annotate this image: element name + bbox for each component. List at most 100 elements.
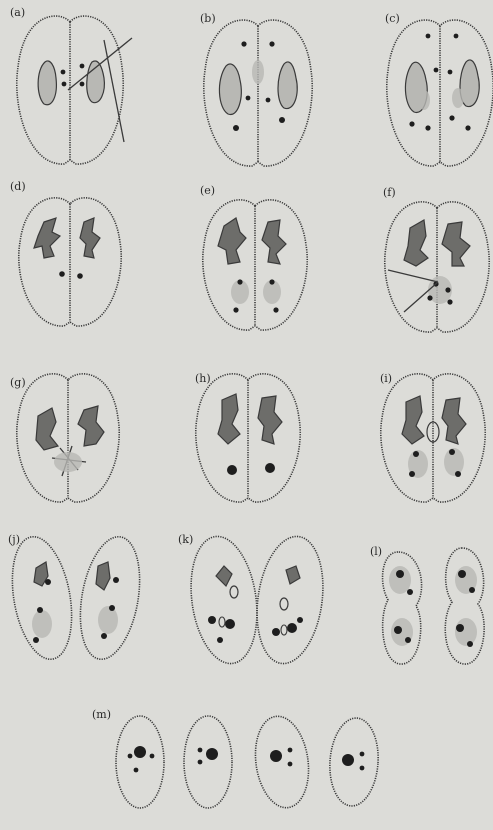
nucleus-m-2 (206, 748, 218, 760)
cytoplasm-c-1 (418, 90, 430, 110)
spindle-line-a-2 (104, 40, 124, 142)
granule-e-1 (237, 279, 242, 284)
cytoplasm-b (252, 60, 264, 84)
cell-outline-k-2 (249, 532, 330, 668)
granule-e-4 (273, 307, 278, 312)
granule-e-2 (269, 279, 274, 284)
chromatin-i-right (442, 398, 466, 444)
granule-i-4 (455, 471, 461, 477)
ring-k-2 (280, 598, 288, 610)
granule-f-2 (445, 287, 450, 292)
ring-k-3 (219, 617, 225, 627)
cell-outline-m-3 (250, 713, 314, 811)
granule-l-2 (407, 589, 413, 595)
granule-c-8 (465, 125, 470, 130)
granule-c-3 (434, 68, 439, 73)
nucleolus-h-left (227, 465, 237, 475)
granule-c-5 (409, 121, 414, 126)
granule-l-8 (467, 641, 473, 647)
granule-d-2 (77, 273, 83, 279)
chromatin-e-left (218, 218, 246, 264)
chromatin-g-left (36, 408, 58, 450)
cytoplasm-l-4 (455, 618, 477, 646)
granule-j-2 (37, 607, 43, 613)
chromatin-k-2 (286, 566, 300, 584)
chromatin-f-left (404, 220, 428, 266)
granule-k-6 (297, 617, 303, 623)
cell-outline-g (17, 374, 119, 502)
chromatin-h-right (258, 396, 282, 444)
spindle-line-f-1 (388, 270, 438, 282)
granule-b-2 (269, 41, 274, 46)
cell-outline-j-1 (4, 532, 81, 664)
cytoplasm-j-1 (32, 610, 52, 638)
granule-l-3 (394, 626, 402, 634)
chromatin-g-right (78, 406, 104, 446)
granule-k-1 (208, 616, 216, 624)
granule-a-1 (61, 70, 66, 75)
granule-b-1 (241, 41, 246, 46)
granule-l-5 (458, 570, 466, 578)
cell-outline-a (17, 16, 123, 164)
granule-e-3 (233, 307, 238, 312)
granule-m-6 (288, 748, 293, 753)
granule-b-5 (233, 125, 239, 131)
granule-m-4 (198, 748, 203, 753)
granule-d-1 (59, 271, 65, 277)
cell-outline-m-4 (327, 716, 381, 807)
nucleus-m-4 (342, 754, 354, 766)
nucleus-a-left (38, 61, 56, 105)
granule-i-3 (449, 449, 455, 455)
granule-a-2 (62, 82, 67, 87)
cell-outline-h (196, 374, 300, 502)
granule-m-8 (360, 752, 365, 757)
cell-outline-m-2 (184, 716, 232, 808)
cell-outline-i (381, 374, 485, 502)
granule-m-3 (134, 768, 139, 773)
granule-b-6 (279, 117, 285, 123)
chromatin-f-right (442, 222, 470, 266)
chromatin-i-left (402, 396, 424, 444)
cell-outline-e (203, 200, 307, 330)
granule-c-4 (448, 70, 453, 75)
granule-c-1 (426, 34, 431, 39)
granule-l-4 (405, 637, 411, 643)
nucleus-b-left (219, 64, 241, 115)
granule-m-5 (198, 760, 203, 765)
granule-m-7 (288, 762, 293, 767)
granule-j-6 (101, 633, 107, 639)
clear-zone-i (427, 422, 439, 442)
granule-a-3 (80, 64, 85, 69)
ring-k-1 (230, 586, 238, 598)
granule-k-4 (272, 628, 280, 636)
nucleus-m-1 (134, 746, 146, 758)
ring-k-4 (281, 625, 287, 635)
chromatin-k-1 (216, 566, 232, 586)
granule-k-5 (287, 623, 297, 633)
granule-c-2 (454, 34, 459, 39)
granule-j-5 (109, 605, 115, 611)
cell-outline-m-1 (116, 716, 164, 808)
granule-b-4 (266, 98, 271, 103)
chromatin-d-right (80, 218, 100, 258)
nucleus-b-right (278, 62, 297, 109)
granule-f-3 (427, 295, 432, 300)
granule-m-2 (150, 754, 155, 759)
chromatin-h-left (218, 394, 240, 444)
granule-l-1 (396, 570, 404, 578)
granule-j-1 (45, 579, 51, 585)
granule-f-4 (447, 299, 452, 304)
granule-j-4 (113, 577, 119, 583)
granule-i-2 (409, 471, 415, 477)
cytoplasm-c-2 (452, 88, 464, 108)
granule-l-6 (469, 587, 475, 593)
granule-c-6 (425, 125, 430, 130)
cell-outline-d (19, 198, 121, 326)
cell-outline-j-2 (72, 532, 149, 664)
chromatin-d-left (34, 218, 60, 258)
cell-outline-l-2 (445, 548, 484, 664)
granule-b-3 (246, 96, 251, 101)
granule-l-7 (456, 624, 464, 632)
